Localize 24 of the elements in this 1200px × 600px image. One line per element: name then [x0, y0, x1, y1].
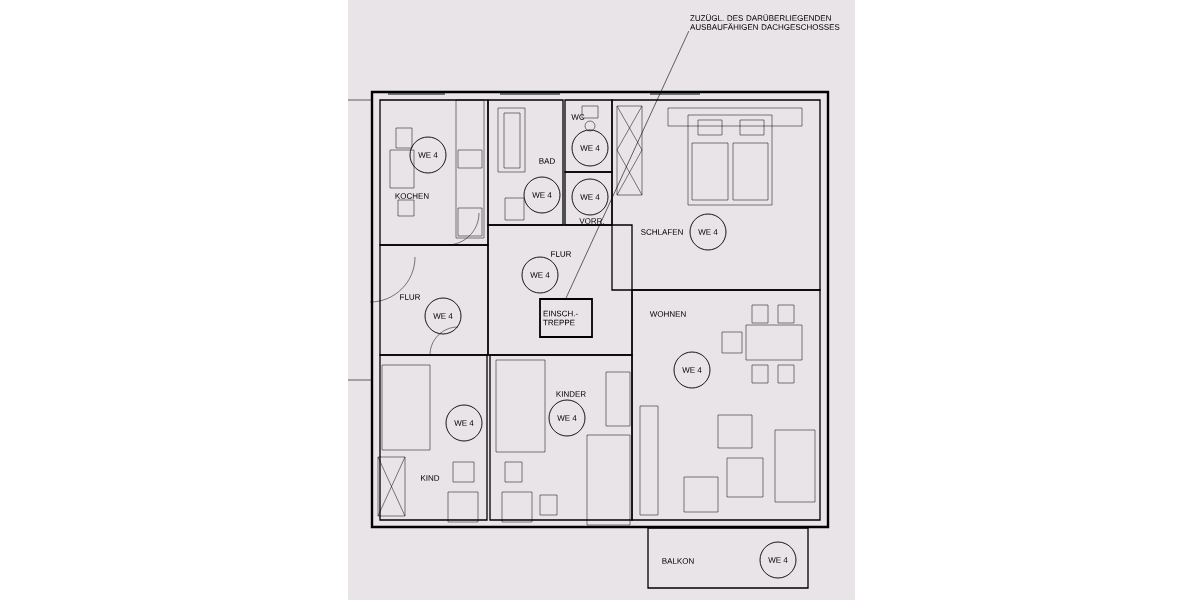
note-text: ZUZÜGL. DES DARÜBERLIEGENDEN AUSBAUFÄHIGEN DACHGESCHOSSES: [690, 14, 840, 30]
room-outline: [564, 99, 613, 173]
room-label: SCHLAFEN: [641, 229, 683, 235]
room-outline: [379, 244, 489, 356]
room-outline: [611, 99, 821, 291]
room-outline: [647, 527, 809, 589]
room-outline: [631, 289, 821, 521]
room-outline: [487, 99, 564, 226]
leader-line: [565, 30, 690, 299]
room-label: KIND: [421, 475, 440, 481]
room-label: BALKON: [662, 558, 694, 564]
room-outline: [564, 171, 613, 226]
room-label: KOCHEN: [395, 193, 429, 199]
room-label: BAD: [539, 158, 555, 164]
room-outline: [489, 354, 633, 521]
room-label: WOHNEN: [649, 311, 686, 317]
room-outline: [379, 354, 488, 521]
stair-box: EINSCH.- TREPPE: [539, 298, 593, 338]
room-label: VORR.: [579, 218, 604, 224]
room-label: FLUR: [551, 251, 572, 257]
room-label: FLUR: [400, 294, 421, 300]
room-label: KINDER: [556, 391, 586, 397]
room-label: WC: [571, 114, 585, 120]
room-outline: [379, 99, 489, 246]
